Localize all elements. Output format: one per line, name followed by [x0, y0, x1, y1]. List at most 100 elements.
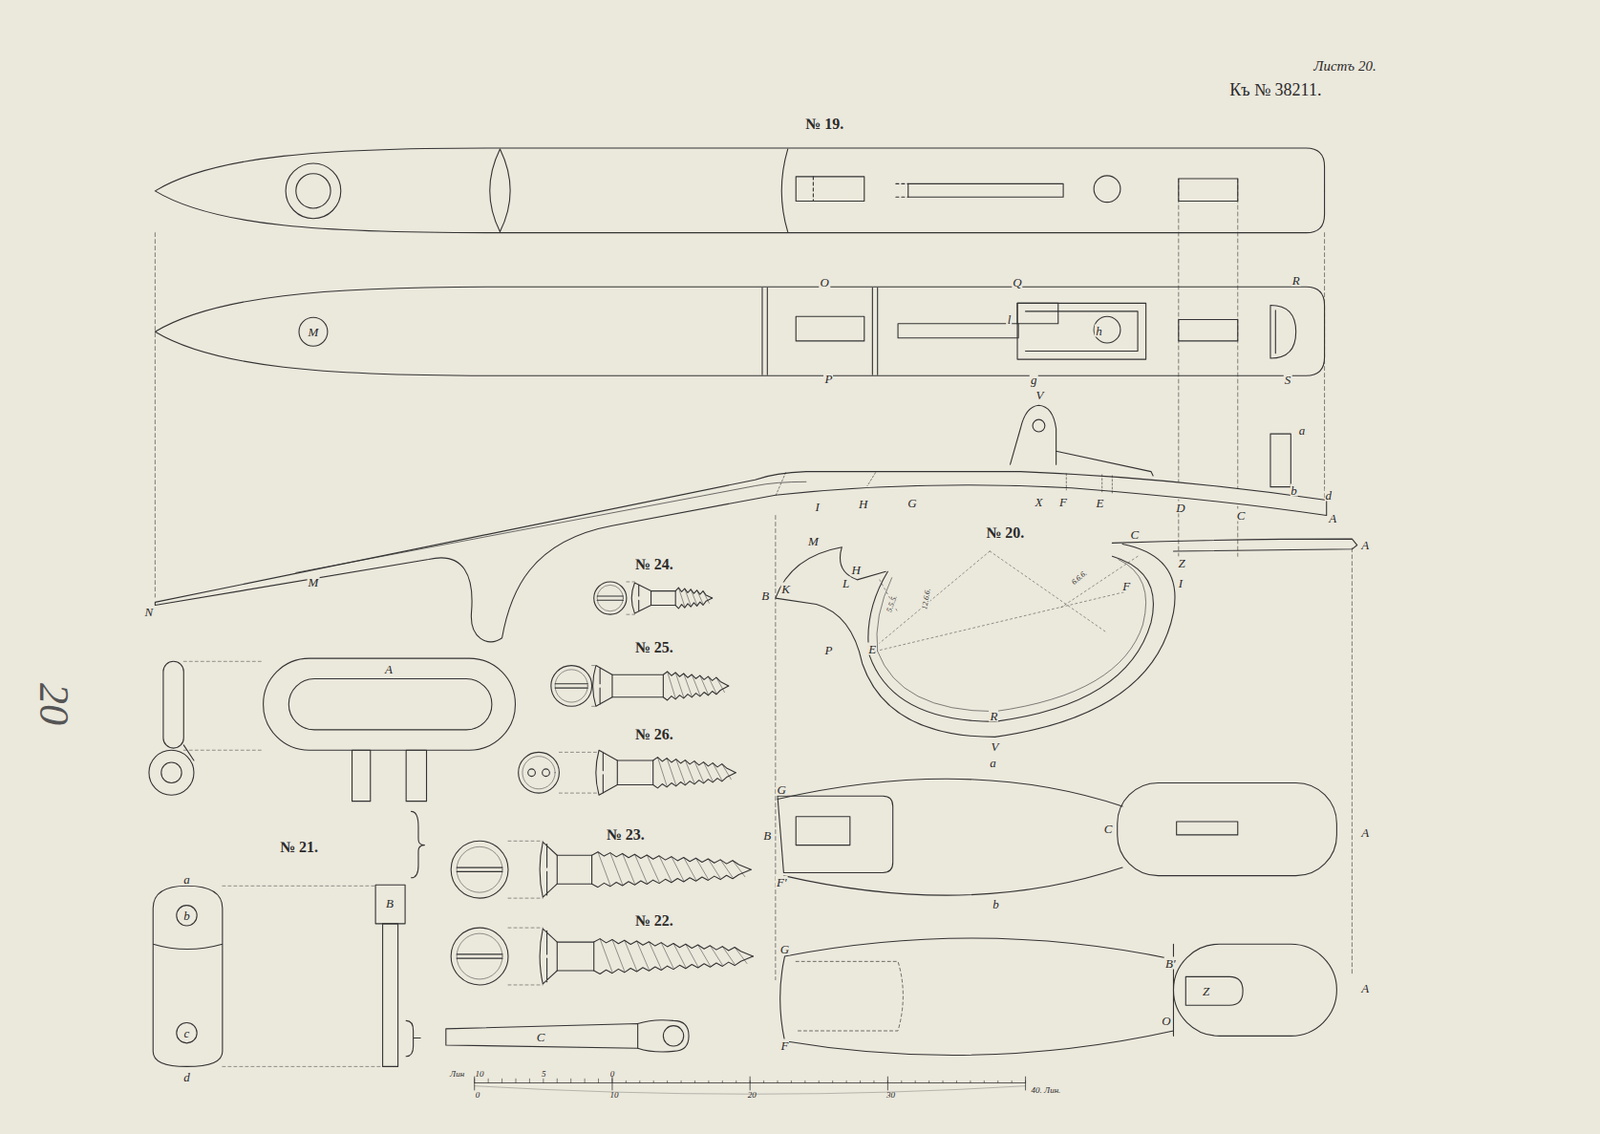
scale-tick: [681, 1080, 683, 1083]
scale-tick: [790, 1080, 792, 1083]
scale-tick: [942, 1080, 944, 1083]
part-letter: V: [990, 739, 1001, 752]
scale-tick: [997, 1080, 999, 1083]
scale-tick: [501, 1078, 503, 1083]
part-letter: R: [988, 708, 999, 722]
figure-number: № 26.: [635, 726, 674, 743]
scale-tick: [542, 1078, 544, 1083]
part-letter: Q: [1011, 275, 1023, 288]
part-letter: V: [1035, 388, 1046, 402]
scale-tick: [804, 1080, 806, 1083]
part-letter: K: [780, 582, 791, 596]
part-letter: A: [1360, 981, 1370, 995]
scale-tick: [639, 1080, 640, 1083]
scale-text: 5: [541, 1068, 547, 1078]
scale-tick: [983, 1080, 985, 1083]
part-letter: g: [1029, 373, 1039, 386]
part-letter: G: [776, 782, 788, 795]
scale-tick: [749, 1080, 751, 1083]
scale-tick: [570, 1078, 572, 1083]
part-letter: c: [183, 1026, 192, 1040]
part-letter: G: [906, 495, 918, 509]
part-letter: N: [144, 604, 155, 618]
part-letter: O: [1160, 1014, 1172, 1027]
part-letter: F': [775, 874, 789, 888]
scale-tick: [611, 1078, 613, 1083]
part-letter: d: [1324, 489, 1334, 502]
scale-text: 10: [610, 1090, 619, 1100]
scale-tick: [694, 1080, 696, 1083]
part-letter: h: [1094, 324, 1104, 338]
scale-text: 10: [475, 1068, 485, 1078]
scale-tick: [900, 1080, 902, 1083]
part-letter: A: [384, 661, 394, 675]
part-letter: b: [182, 909, 192, 922]
scale-tick: [846, 1080, 848, 1083]
part-letter: I: [813, 499, 820, 512]
scale-text: 0: [475, 1090, 481, 1100]
part-letter: Z: [1176, 555, 1186, 569]
part-letter: H: [851, 563, 862, 576]
part-letter: B: [384, 896, 395, 910]
scale-text: 30: [886, 1090, 896, 1100]
part-letter: A: [1360, 538, 1370, 552]
scale-tick: [666, 1080, 668, 1083]
screw-figure: [450, 840, 751, 898]
part-letter: M: [307, 325, 320, 339]
scale-tick: [1011, 1080, 1013, 1083]
scale-tick: [915, 1080, 917, 1083]
part-letter: a: [1298, 423, 1307, 436]
part-letter: F: [1121, 579, 1131, 593]
screw-figure: [551, 665, 729, 707]
scale-tick: [832, 1080, 833, 1083]
part-letter: F: [1058, 494, 1068, 508]
part-letter: B: [760, 588, 770, 601]
figure-number: № 23.: [606, 827, 645, 843]
scale-tick: [529, 1078, 531, 1083]
screw-figure: [518, 749, 737, 795]
part-letter: a: [182, 872, 192, 885]
part-letter: Z: [1201, 984, 1211, 998]
figure-number: № 24.: [635, 556, 674, 573]
figure-number: № 19.: [805, 116, 844, 132]
part-letter: C: [1236, 509, 1247, 522]
part-letter: A: [1327, 511, 1338, 524]
part-letter: F: [779, 1038, 790, 1051]
scale-text: 40. Лин.: [1031, 1085, 1062, 1094]
scale-tick: [722, 1080, 724, 1083]
scale-tick: [653, 1080, 655, 1083]
scale-tick: [1024, 1080, 1026, 1083]
figure-number: № 21.: [279, 839, 319, 855]
scale-tick: [584, 1078, 586, 1083]
part-letter: C: [535, 1030, 547, 1044]
part-letter: I: [1177, 576, 1184, 589]
sheet-number: Листъ 20.: [1313, 59, 1376, 74]
scale-text: Лин: [449, 1068, 465, 1078]
scale-tick: [956, 1080, 958, 1083]
part-letter: D: [1174, 500, 1186, 513]
scale-tick: [625, 1080, 627, 1083]
scale-tick: [859, 1080, 861, 1083]
part-letter: P: [823, 372, 833, 385]
scale-tick: [473, 1078, 475, 1083]
scale-tick: [818, 1080, 820, 1083]
part-letter: M: [807, 534, 820, 548]
part-letter: G: [779, 942, 790, 956]
scale-tick: [488, 1078, 490, 1083]
dimension-text: 6.6.6.: [1070, 569, 1089, 587]
margin-note: 20: [32, 682, 75, 726]
scale-tick: [763, 1080, 765, 1083]
scale-tick: [707, 1080, 709, 1083]
screw-figure: [450, 927, 753, 985]
part-letter: L: [841, 576, 851, 589]
screw-figure: [594, 581, 713, 615]
part-letter: l: [1006, 313, 1013, 326]
part-letter: B: [762, 828, 772, 841]
part-letter: O: [818, 275, 830, 288]
part-letter: C: [1103, 822, 1114, 835]
figure-number: № 22.: [635, 913, 674, 929]
part-letter: S: [1283, 373, 1293, 386]
scale-tick: [969, 1080, 971, 1083]
